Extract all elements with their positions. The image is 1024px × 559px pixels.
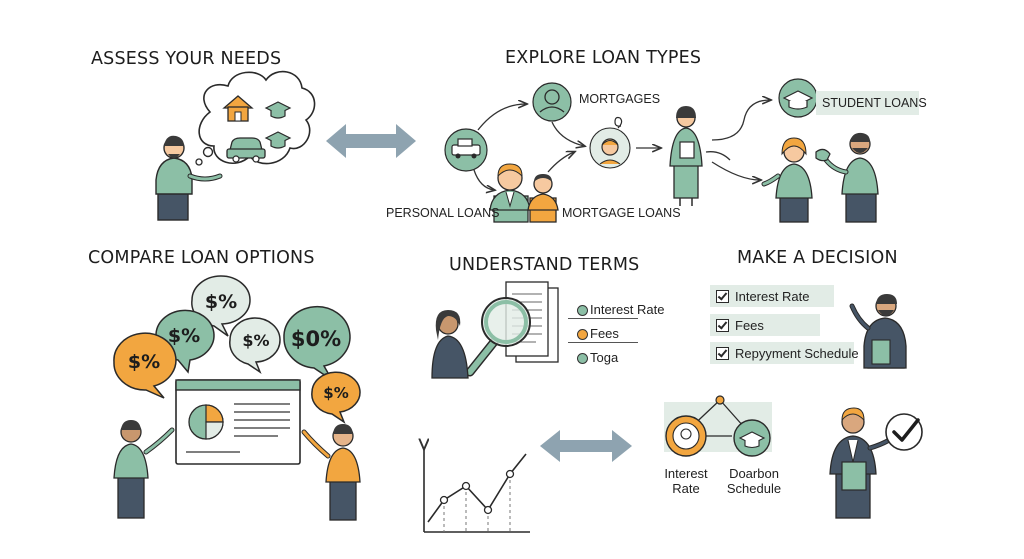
rate-bubble-text: $%	[323, 384, 348, 402]
legend-fees: Fees	[590, 326, 619, 341]
personal-loan-people-illustration	[489, 163, 559, 223]
double-arrow-bottom	[540, 430, 632, 462]
woman-with-magnifier-illustration	[431, 310, 469, 379]
checklist-fees: Fees	[735, 318, 764, 333]
flow-arrow	[551, 121, 584, 146]
graduation-cap-icon	[264, 101, 292, 119]
advisor-circle	[589, 116, 631, 169]
checklist-row-bg	[710, 285, 834, 307]
rate-bubble-text: $0%	[291, 327, 341, 351]
flow-arrow	[477, 104, 526, 131]
rate-bubble-text: $%	[242, 331, 269, 350]
flow-arrow	[711, 161, 760, 180]
legend-interest-rate: Interest Rate	[590, 302, 665, 317]
student-loans-label: STUDENT LOANS	[822, 96, 927, 110]
checklist-interest-rate: Interest Rate	[735, 289, 810, 304]
flow-arrow	[473, 169, 494, 190]
node-label-line: Rate	[672, 481, 700, 496]
node-label-line: Schedule	[726, 481, 782, 496]
checkbox-checked-icon	[716, 347, 729, 360]
car-loan-circle	[444, 128, 488, 172]
double-arrow-top	[326, 124, 416, 158]
legend-dot-toga	[577, 353, 588, 364]
make-a-decision-heading: MAKE A DECISION	[737, 248, 898, 268]
legend-dot-interest-rate	[577, 305, 588, 316]
checklist-repayment-schedule: Repyyment Schedule	[735, 346, 859, 361]
couple-illustration	[761, 132, 879, 223]
compare-loan-options-heading: COMPARE LOAN OPTIONS	[88, 248, 315, 268]
node-label-line: Interest	[664, 466, 708, 481]
node-label-schedule: Doarbon Schedule	[724, 466, 784, 496]
thinking-man-illustration	[155, 135, 223, 221]
pointing-man-decision-illustration	[849, 294, 907, 369]
legend-dot-fees	[577, 329, 588, 340]
comparison-board	[175, 379, 301, 465]
rate-bubble-text: $%	[168, 325, 200, 347]
flow-connector	[705, 151, 731, 161]
mortgages-label: MORTGAGES	[579, 92, 661, 106]
man-pointing-right-illustration	[301, 424, 361, 521]
man-pointing-left-illustration	[113, 420, 175, 519]
assess-needs-heading: ASSESS YOUR NEEDS	[91, 49, 282, 69]
woman-with-document-illustration	[669, 106, 703, 206]
magnifying-glass-icon	[465, 297, 531, 377]
rate-speech-bubbles	[113, 275, 361, 424]
understand-terms-heading: UNDERSTAND TERMS	[449, 255, 640, 275]
student-loans-tag	[816, 91, 919, 115]
mortgage-loans-label: MORTGAGE LOANS	[562, 206, 681, 220]
checklist-row-bg	[710, 314, 820, 336]
flow-arrow	[711, 100, 770, 141]
legend-toga: Toga	[590, 350, 619, 365]
flow-arrow	[547, 152, 574, 173]
terms-network-diagram	[664, 395, 772, 457]
checkbox-checked-icon	[716, 319, 729, 332]
graduation-cap-icon	[264, 131, 292, 149]
node-label-line: Doarbon	[729, 466, 779, 481]
house-icon	[222, 95, 254, 122]
explore-loan-types-heading: EXPLORE LOAN TYPES	[505, 48, 702, 68]
checklist-row-bg	[710, 342, 854, 364]
legend-divider	[568, 318, 638, 319]
personal-loans-label: PERSONAL LOANS	[386, 206, 500, 220]
mortgages-icon	[532, 82, 572, 122]
growth-line-chart	[424, 448, 530, 533]
rate-bubble-text: $%	[128, 351, 160, 373]
legend-divider	[568, 342, 638, 343]
rate-bubble-text: $%	[205, 291, 237, 313]
checkmark-icon	[885, 413, 923, 451]
checkbox-checked-icon	[716, 290, 729, 303]
businessman-checkmark-illustration	[829, 407, 899, 519]
car-icon	[226, 137, 266, 163]
student-loans-icon	[778, 78, 818, 118]
node-label-interest-rate: Interest Rate	[660, 466, 712, 496]
